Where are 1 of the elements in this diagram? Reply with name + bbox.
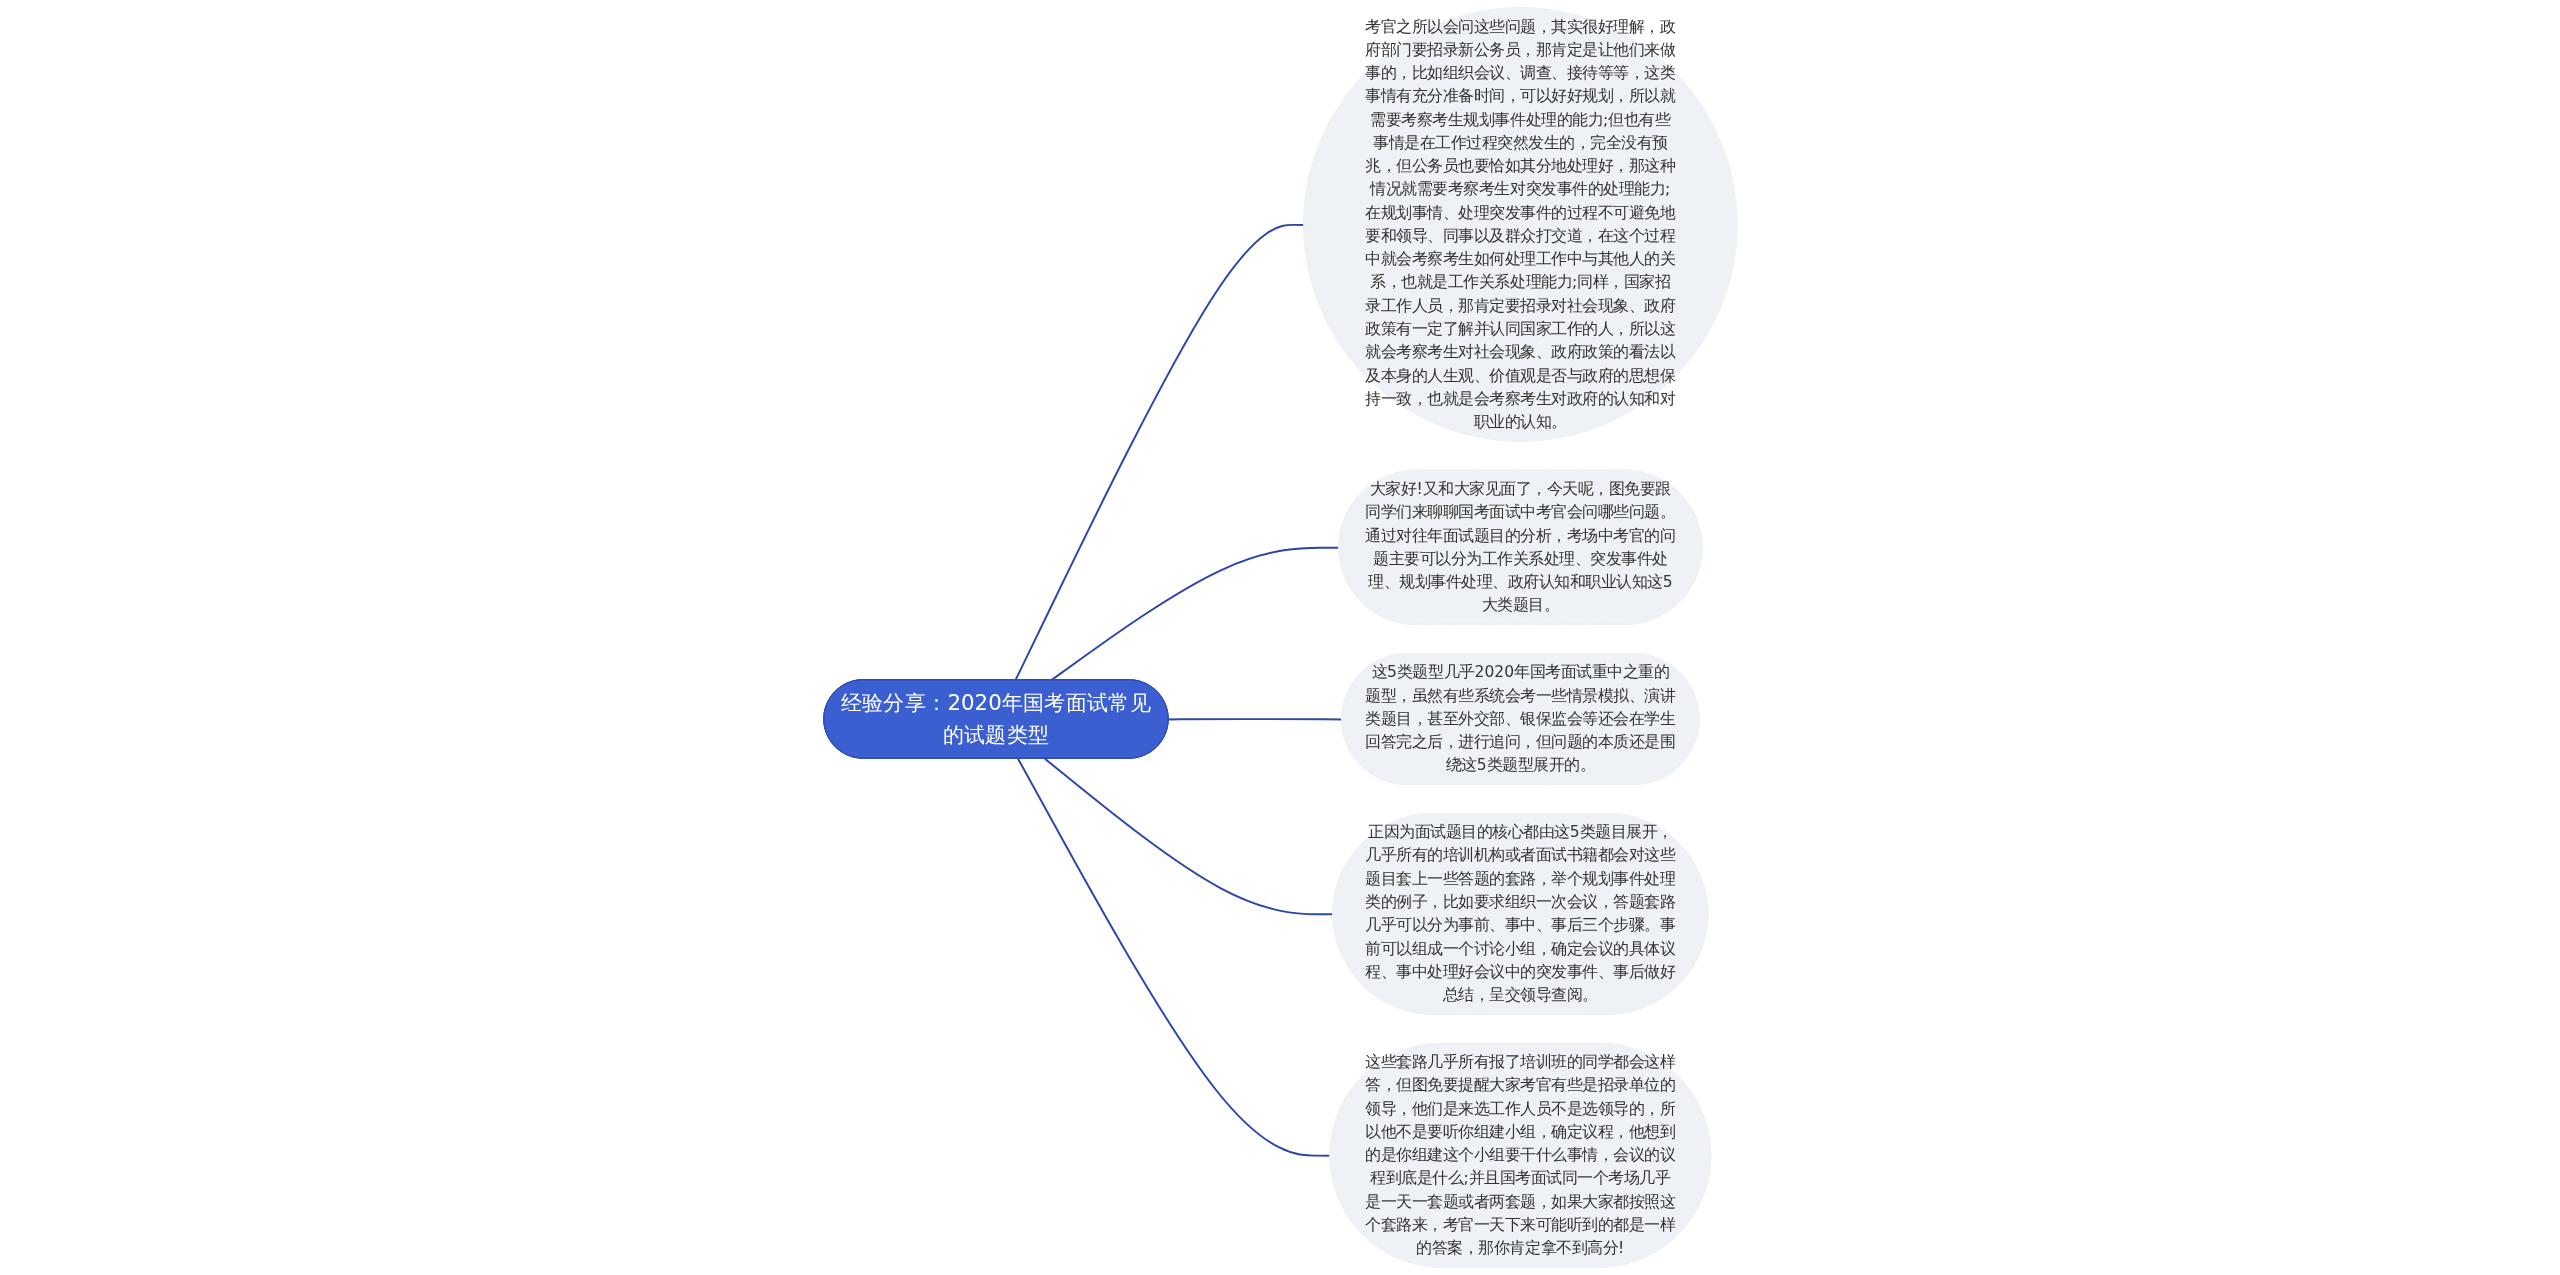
- connector: [1167, 718, 1343, 721]
